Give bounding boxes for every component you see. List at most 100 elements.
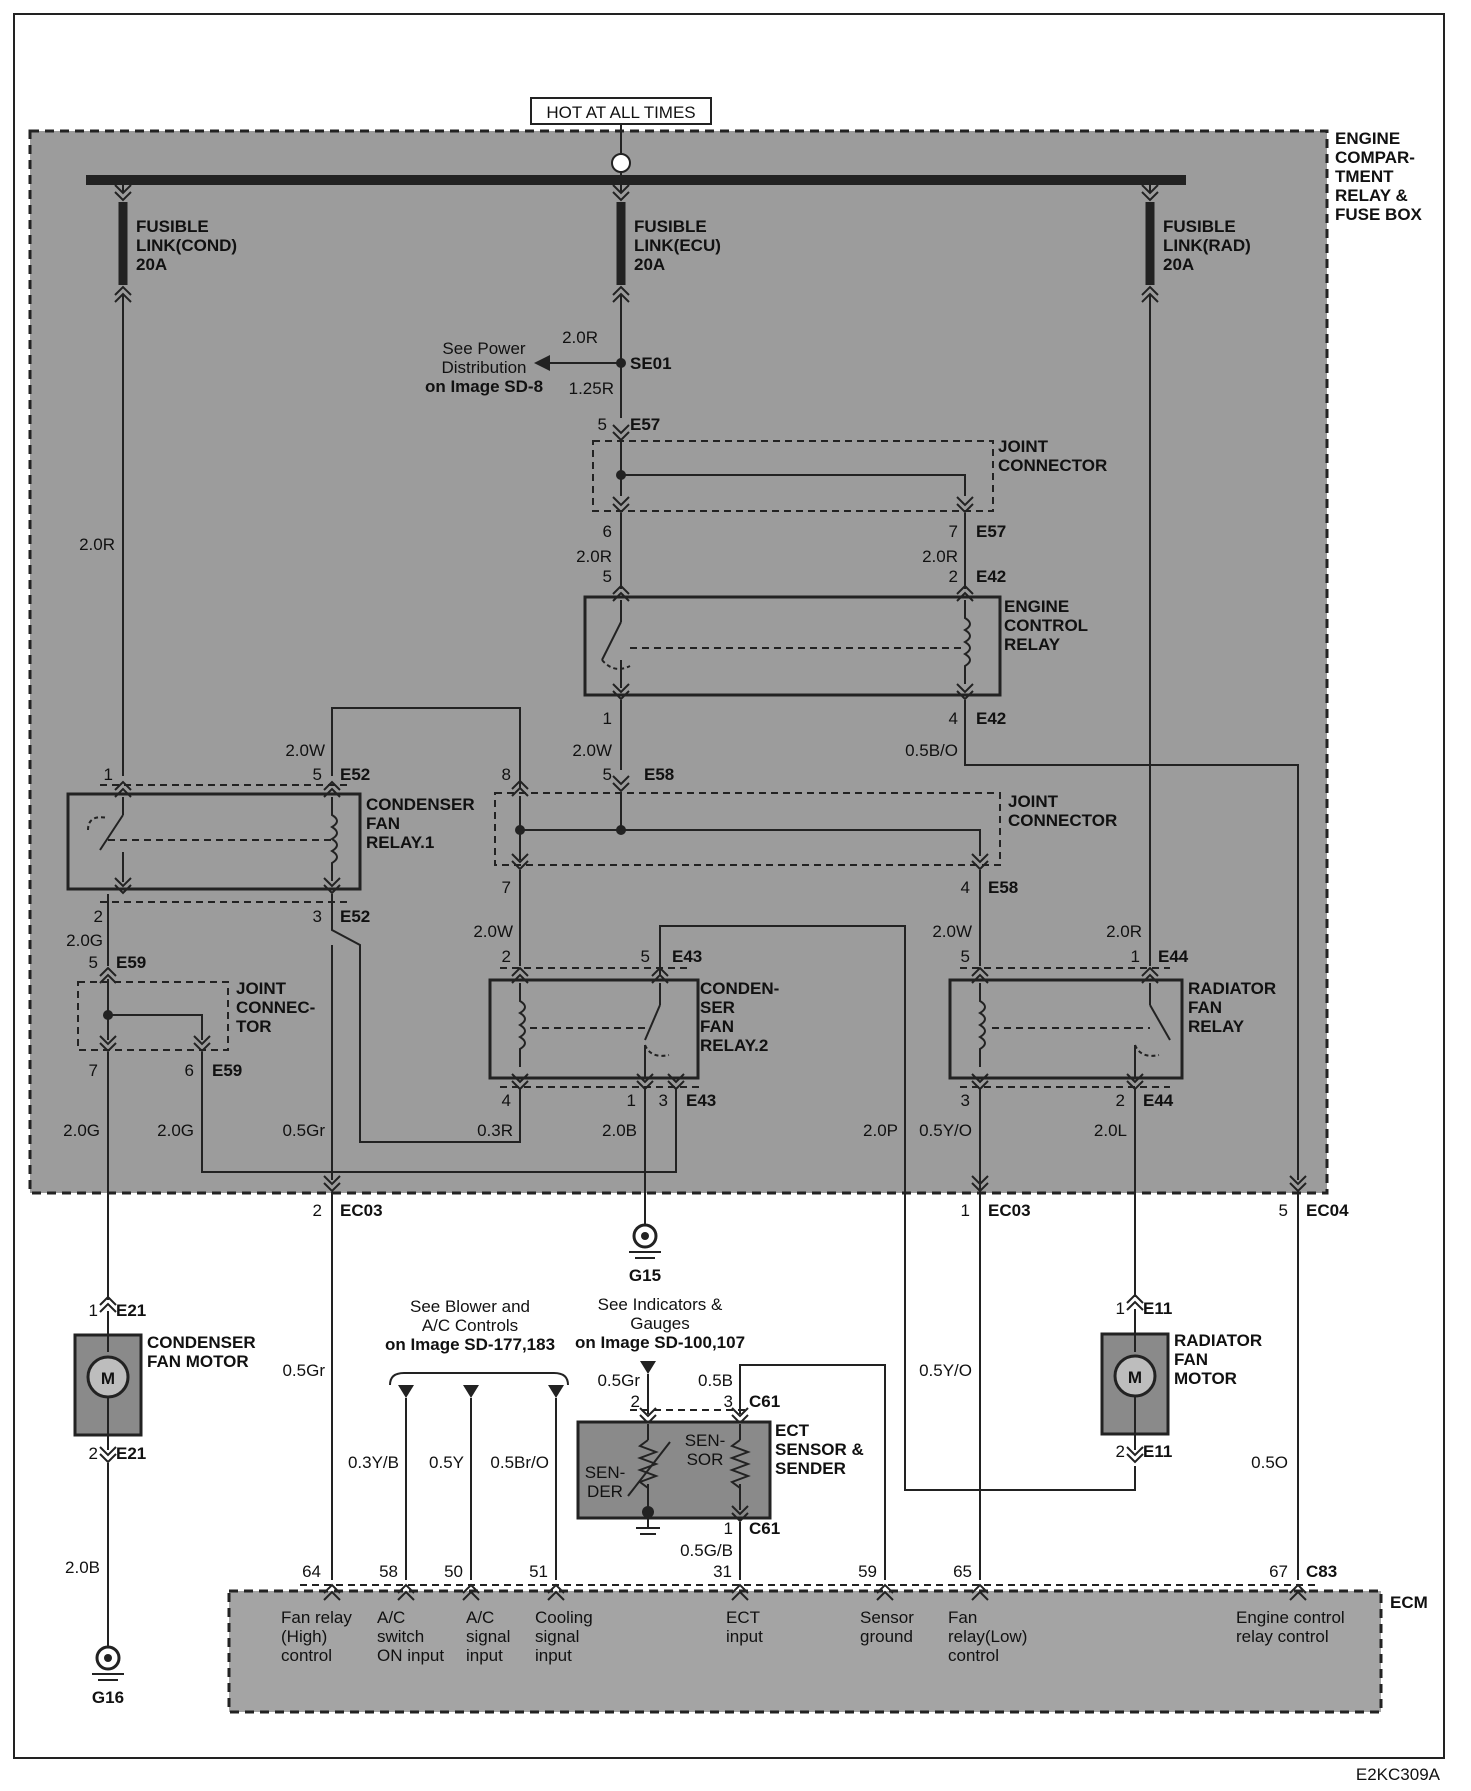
wire-2.0B-label-g16: 2.0B xyxy=(65,1558,100,1577)
ect-sensor-element xyxy=(729,1439,751,1489)
svg-text:SENSOR &: SENSOR & xyxy=(775,1440,864,1459)
pin-e42-1: 1 xyxy=(603,709,612,728)
engine-control-relay xyxy=(583,595,1002,697)
radiator-fan-relay-label: RADIATOR FAN RELAY xyxy=(1188,979,1276,1036)
connector-e43-top: E43 xyxy=(672,947,702,966)
fuse-box-area xyxy=(28,129,1329,1195)
pin-e42-5: 5 xyxy=(603,567,612,586)
pin-c61-1: 1 xyxy=(724,1519,733,1538)
svg-text:See Blower and: See Blower and xyxy=(410,1297,530,1316)
svg-text:SEN-: SEN- xyxy=(585,1463,626,1482)
pin-e52-1: 1 xyxy=(104,765,113,784)
ground-g15-icon xyxy=(629,1223,661,1259)
ecm-area xyxy=(227,1589,1383,1714)
pin-e57-7: 7 xyxy=(949,522,958,541)
svg-text:CONDENSER: CONDENSER xyxy=(147,1333,256,1352)
reference-blower-ac: See Blower and A/C Controls on Image SD-… xyxy=(385,1297,555,1354)
wire-2.0R-e57-6: 2.0R xyxy=(576,547,612,566)
svg-text:CONDENSER: CONDENSER xyxy=(366,795,475,814)
svg-text:FUSIBLE: FUSIBLE xyxy=(634,217,707,236)
svg-text:MOTOR: MOTOR xyxy=(1174,1369,1237,1388)
svg-text:JOINT: JOINT xyxy=(236,979,287,998)
engine-relay-switch xyxy=(601,621,622,661)
svg-text:FAN: FAN xyxy=(1174,1350,1208,1369)
pin-ecm-59: 59 xyxy=(858,1562,877,1581)
pin-ec04-5: 5 xyxy=(1279,1201,1288,1220)
pin-e43-5: 5 xyxy=(641,947,650,966)
svg-text:control: control xyxy=(281,1646,332,1665)
wire-2.0P xyxy=(659,925,1136,1491)
diagram-code: E2KC309A xyxy=(1356,1765,1441,1784)
svg-text:switch: switch xyxy=(377,1627,424,1646)
pin-e58-8: 8 xyxy=(502,765,511,784)
pin-ecm-51: 51 xyxy=(529,1562,548,1581)
svg-text:20A: 20A xyxy=(136,255,167,274)
svg-text:RELAY.2: RELAY.2 xyxy=(700,1036,768,1055)
pin-e43-2: 2 xyxy=(502,947,511,966)
svg-text:Fan: Fan xyxy=(948,1608,977,1627)
svg-text:control: control xyxy=(948,1646,999,1665)
svg-text:SEN-: SEN- xyxy=(685,1431,726,1450)
svg-text:input: input xyxy=(726,1627,763,1646)
power-source-terminal xyxy=(611,153,631,173)
radiator-fan-motor-label: RADIATOR FAN MOTOR xyxy=(1174,1331,1262,1388)
svg-text:on Image SD-100,107: on Image SD-100,107 xyxy=(575,1333,745,1352)
pin-e21-2: 2 xyxy=(89,1444,98,1463)
svg-text:See Indicators &: See Indicators & xyxy=(598,1295,723,1314)
connector-e42-bottom: E42 xyxy=(976,709,1006,728)
svg-text:A/C Controls: A/C Controls xyxy=(422,1316,518,1335)
radiator-relay-switch xyxy=(1149,1004,1171,1041)
condenser-fan-relay-1-label: CONDENSER FAN RELAY.1 xyxy=(366,795,475,852)
connector-e21-top: E21 xyxy=(116,1301,146,1320)
joint-connector-mid xyxy=(494,792,1001,866)
pin-e42-2: 2 xyxy=(949,567,958,586)
svg-text:input: input xyxy=(466,1646,503,1665)
svg-text:Engine control: Engine control xyxy=(1236,1608,1345,1627)
svg-text:TOR: TOR xyxy=(236,1017,272,1036)
svg-text:SOR: SOR xyxy=(687,1450,724,1469)
svg-text:Sensor: Sensor xyxy=(860,1608,914,1627)
pin-ecm-65: 65 xyxy=(953,1562,972,1581)
svg-text:20A: 20A xyxy=(1163,255,1194,274)
ecm-pin-67-label: Engine control relay control xyxy=(1236,1608,1345,1646)
pin-e21-1: 1 xyxy=(89,1301,98,1320)
condenser-fan-relay-2 xyxy=(488,978,700,1080)
svg-text:input: input xyxy=(535,1646,572,1665)
svg-text:relay control: relay control xyxy=(1236,1627,1329,1646)
wire-1.25R: 1.25R xyxy=(569,379,614,398)
connector-e59-bottom: E59 xyxy=(212,1061,242,1080)
wire-2.0W-e58-5: 2.0W xyxy=(572,741,612,760)
svg-text:(High): (High) xyxy=(281,1627,327,1646)
svg-text:relay(Low): relay(Low) xyxy=(948,1627,1027,1646)
ect-ground-icon xyxy=(636,1527,660,1535)
svg-text:FAN: FAN xyxy=(366,814,400,833)
svg-text:CONDEN-: CONDEN- xyxy=(700,979,779,998)
svg-text:RADIATOR: RADIATOR xyxy=(1188,979,1276,998)
connector-e58-bottom: E58 xyxy=(988,878,1018,897)
wire-2.0B-label-g15: 2.0B xyxy=(602,1121,637,1140)
ect-sensor-label: ECT SENSOR & SENDER xyxy=(775,1421,864,1478)
connector-e43-bottom: E43 xyxy=(686,1091,716,1110)
connector-e44-bottom: E44 xyxy=(1143,1091,1174,1110)
ecm-pin-31-label: ECT input xyxy=(726,1608,763,1646)
relay1-coil xyxy=(330,797,338,881)
pin-e58-7: 7 xyxy=(502,878,511,897)
pin-e58-4: 4 xyxy=(961,878,970,897)
svg-text:A/C: A/C xyxy=(466,1608,494,1627)
connector-e59-top: E59 xyxy=(116,953,146,972)
svg-text:ECT: ECT xyxy=(726,1608,760,1627)
svg-text:ENGINE: ENGINE xyxy=(1335,129,1400,148)
page-frame xyxy=(13,13,1445,1759)
connector-ec03-left: EC03 xyxy=(340,1201,383,1220)
svg-text:FAN: FAN xyxy=(700,1017,734,1036)
ecm-pin-58-label: A/C switch ON input xyxy=(377,1608,444,1665)
wire-0.5B-sensor-ground xyxy=(739,1364,886,1580)
connector-e11-bottom: E11 xyxy=(1143,1442,1172,1461)
ecm-pin-59-label: Sensor ground xyxy=(860,1608,914,1646)
svg-text:RELAY.1: RELAY.1 xyxy=(366,833,434,852)
pin-e59-5: 5 xyxy=(89,953,98,972)
ground-g16-label: G16 xyxy=(92,1688,124,1707)
pin-e52-2: 2 xyxy=(94,907,103,926)
svg-text:FUSIBLE: FUSIBLE xyxy=(1163,217,1236,236)
svg-text:RELAY &: RELAY & xyxy=(1335,186,1408,205)
